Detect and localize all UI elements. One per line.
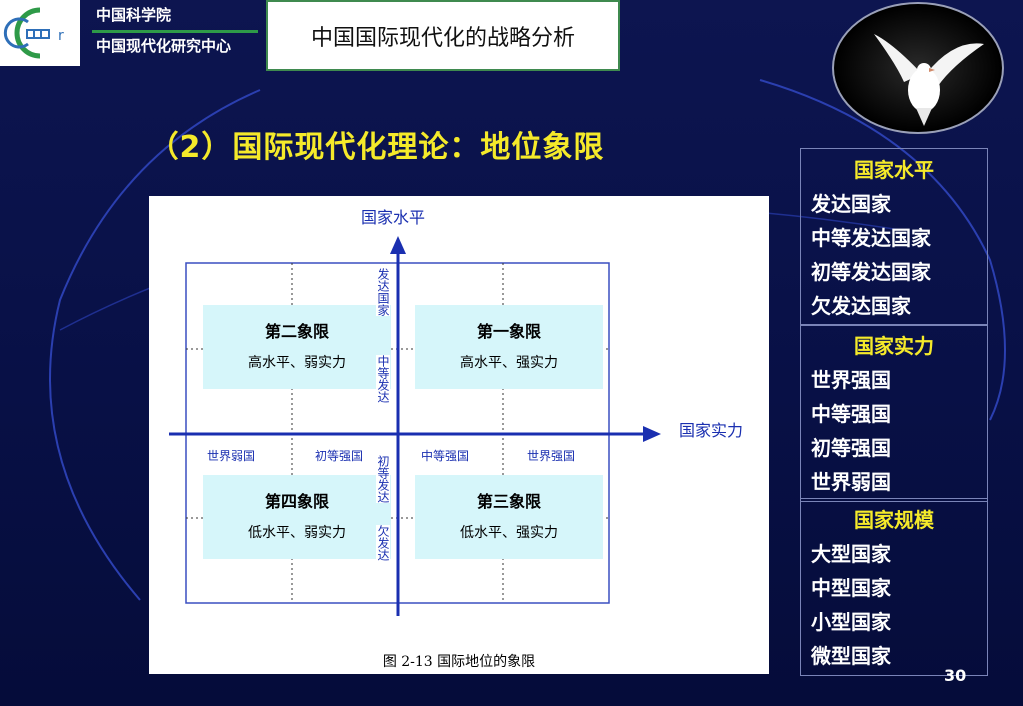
legend-item: 世界弱国 [811, 470, 891, 494]
legend-national-size: 国家规模 大型国家 中型国家 小型国家 微型国家 [800, 498, 988, 676]
x-tick-label: 世界弱国 [207, 449, 256, 463]
quadrant-subtitle: 低水平、弱实力 [248, 525, 346, 541]
page-number: 30 [944, 666, 967, 685]
legend-item: 发达国家 [811, 192, 891, 216]
quadrant-title: 第一象限 [476, 322, 541, 341]
quadrant-subtitle: 低水平、强实力 [460, 525, 558, 541]
org-divider [92, 30, 258, 33]
legend-item: 中等发达国家 [811, 226, 931, 250]
legend-national-level: 国家水平 发达国家 中等发达国家 初等发达国家 欠发达国家 [800, 148, 988, 326]
legend-item: 欠发达国家 [811, 294, 911, 318]
legend-item: 中等强国 [811, 402, 891, 426]
quadrant-title: 第三象限 [476, 492, 541, 511]
quadrant-4: 第四象限 低水平、弱实力 [203, 475, 391, 559]
y-axis-arrow [390, 236, 406, 254]
org-name-cas: 中国科学院 [96, 6, 172, 24]
y-axis-title: 国家水平 [361, 208, 426, 227]
legend-item: 中型国家 [811, 576, 891, 600]
y-tick-label: 欠发达 [376, 525, 390, 561]
quadrant-title: 第四象限 [264, 492, 329, 511]
legend-national-strength: 国家实力 世界强国 中等强国 初等强国 世界弱国 [800, 324, 988, 502]
legend-item: 初等强国 [811, 436, 891, 460]
y-tick-label: 中等发达 [376, 355, 390, 403]
figure-caption: 图 2-13 国际地位的象限 [382, 654, 536, 670]
legend-heading: 国家水平 [854, 158, 934, 182]
legend-item: 世界强国 [811, 368, 891, 392]
quadrant-subtitle: 高水平、弱实力 [248, 355, 346, 371]
x-tick-label: 初等强国 [315, 449, 364, 463]
y-tick-label: 初等发达 [376, 455, 390, 503]
x-tick-label: 世界强国 [527, 449, 576, 463]
diagram-graphics [169, 236, 661, 616]
dove-image [832, 2, 1004, 134]
y-tick-label: 发达国家 [376, 268, 390, 316]
organization-block: 中国科学院 中国现代化研究中心 [92, 4, 262, 57]
legend-item: 初等发达国家 [811, 260, 931, 284]
header-title-box: 中国国际现代化的战略分析 [266, 0, 620, 71]
legend-heading: 国家实力 [854, 334, 934, 358]
legend-item: 微型国家 [811, 644, 891, 668]
legend-item: 大型国家 [811, 542, 891, 566]
cas-logo: r [0, 0, 80, 66]
legend-heading: 国家规模 [854, 508, 934, 532]
quadrant-diagram: 国家水平 国家实力 第二象限 高水平、弱实力 第一象限 高水平、强实力 第四象限… [149, 196, 769, 674]
org-name-center: 中国现代化研究中心 [96, 37, 232, 55]
x-tick-label: 中等强国 [421, 449, 470, 463]
quadrant-title: 第二象限 [264, 322, 329, 341]
slide-title: （2）国际现代化理论：地位象限 [148, 130, 605, 165]
quadrant-2: 第二象限 高水平、弱实力 [203, 305, 391, 389]
header-title: 中国国际现代化的战略分析 [310, 25, 575, 51]
legend-item: 小型国家 [811, 610, 891, 634]
x-axis-arrow [643, 426, 661, 442]
svg-text:r: r [58, 28, 64, 44]
x-axis-title: 国家实力 [679, 421, 744, 440]
quadrant-1: 第一象限 高水平、强实力 [415, 305, 603, 389]
quadrant-3: 第三象限 低水平、强实力 [415, 475, 603, 559]
quadrant-subtitle: 高水平、强实力 [460, 355, 558, 371]
